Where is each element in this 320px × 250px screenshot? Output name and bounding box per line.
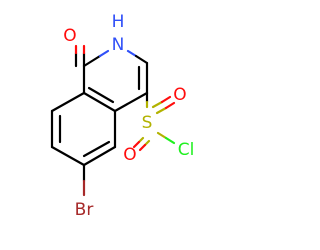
bond-c4a-c8a-double	[87, 86, 115, 104]
bond-s-o-bottom-double-red	[138, 143, 147, 152]
atom-oxygen-sulfonyl-bottom: O	[123, 145, 136, 165]
atom-bromine: Br	[75, 200, 94, 220]
atom-sulfur: S	[142, 113, 153, 133]
bond-n-c3-blue	[126, 49, 138, 58]
atom-nitrogen: N	[112, 35, 125, 55]
bond-c7-c6	[50, 145, 86, 167]
bond-c6-c5	[82, 145, 117, 167]
bond-s-o-top	[155, 106, 168, 115]
bond-s-o-bottom-red	[132, 140, 141, 149]
bond-s-cl-green	[164, 136, 176, 145]
bond-c4-c4a	[113, 91, 149, 113]
atom-hydrogen: H	[112, 12, 125, 32]
atom-oxygen-sulfonyl-top: O	[173, 85, 186, 105]
bond-n-c3	[134, 54, 149, 65]
bonds	[50, 44, 176, 197]
atom-labels: O N H S O O Cl Br	[63, 12, 194, 220]
bond-c4a-c8a	[82, 91, 117, 113]
bond-s-cl-yellow	[156, 131, 168, 140]
bond-s-o-top-red	[164, 101, 176, 110]
atom-oxygen-carbonyl: O	[63, 26, 76, 46]
molecule-structure: O N H S O O Cl Br	[50, 12, 194, 220]
bond-c8a-c8	[50, 91, 86, 113]
bond-c6-c5-double	[82, 140, 111, 158]
bond-s-o-top-double	[151, 100, 164, 109]
atom-chlorine: Cl	[178, 140, 195, 160]
bond-c1-n	[82, 54, 102, 68]
bond-c1-n-blue	[98, 49, 110, 58]
bond-s-o-top-double-red	[160, 95, 172, 104]
